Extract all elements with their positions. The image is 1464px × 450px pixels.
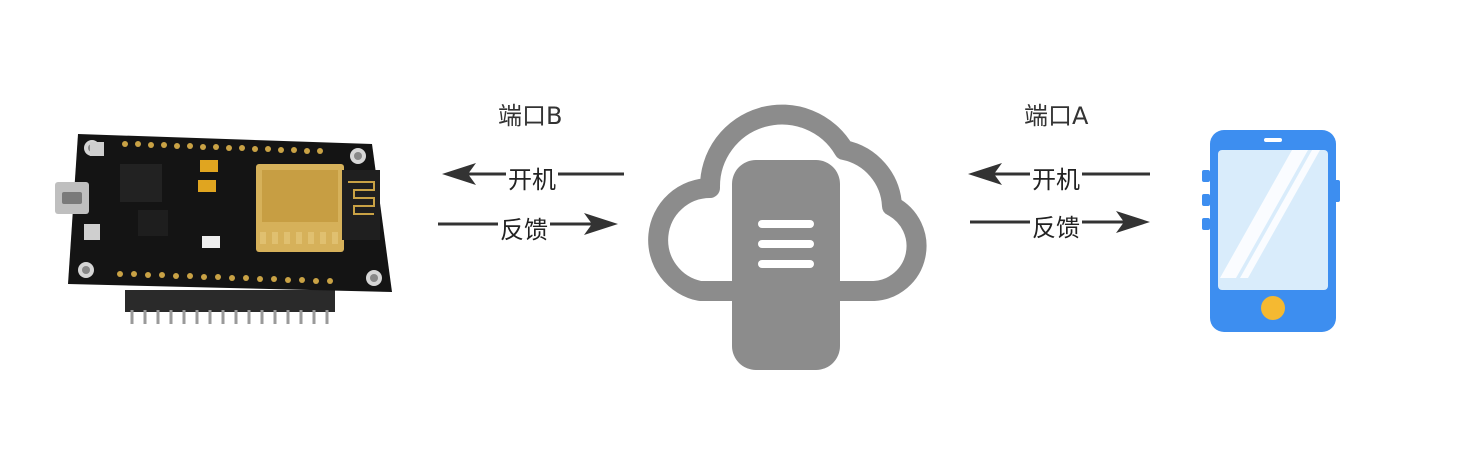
- left-upper-arrowhead: [442, 163, 476, 185]
- right-lower-arrow-label: 反馈: [1030, 208, 1082, 243]
- smartphone: [1200, 128, 1344, 334]
- board-icon: [50, 52, 400, 402]
- port-b-label: 端口B: [498, 102, 563, 130]
- left-lower-arrow-label: 反馈: [498, 210, 550, 245]
- right-upper-arrowhead: [968, 163, 1002, 185]
- left-upper-arrow-label: 开机: [506, 160, 558, 195]
- smartphone-icon: [1202, 130, 1340, 332]
- left-lower-arrowhead: [584, 213, 618, 235]
- cloud-server: [640, 88, 932, 374]
- right-lower-arrowhead: [1116, 211, 1150, 233]
- cloud-server-icon: [648, 104, 927, 370]
- port-a-label: 端口A: [1024, 102, 1089, 130]
- board-image: [50, 52, 400, 402]
- right-upper-arrow-label: 开机: [1030, 160, 1082, 195]
